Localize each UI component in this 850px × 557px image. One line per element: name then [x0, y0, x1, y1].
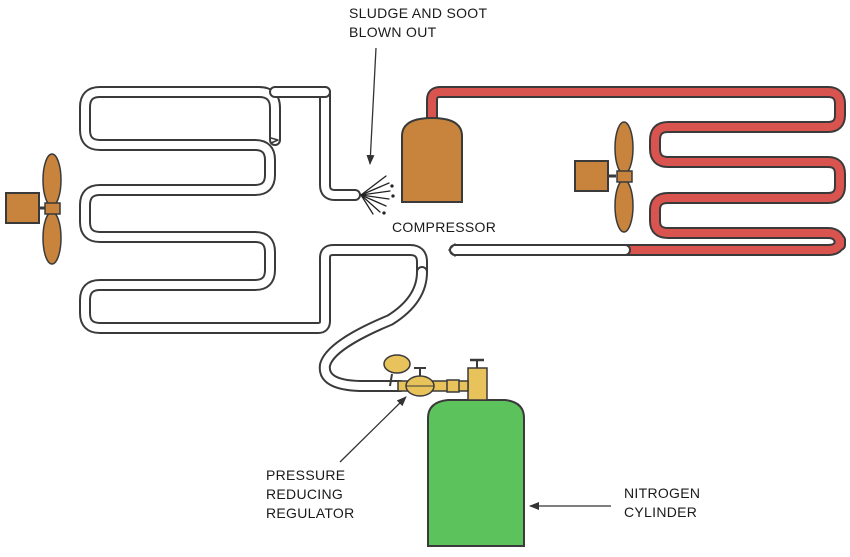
pressure-regulator: [383, 354, 469, 397]
regulator-arrow: [339, 396, 407, 463]
pressure-gauge: [383, 354, 411, 374]
sludge-label: SLUDGE AND SOOT BLOWN OUT: [349, 5, 488, 40]
sludge-spray: [360, 175, 395, 215]
right-fan: [574, 121, 634, 233]
regulator-label: PRESSURE REDUCING REGULATOR: [266, 467, 355, 521]
nitrogen-cylinder: [427, 358, 525, 547]
callout-arrows: [339, 47, 611, 510]
left-fan-motor: [5, 192, 40, 224]
evaporator-coil: [79, 86, 428, 392]
sludge-arrow: [366, 47, 377, 165]
compressor-label: COMPRESSOR: [392, 219, 497, 235]
right-fan-motor: [574, 160, 609, 192]
condenser-coil: [426, 86, 846, 257]
nitrogen-label: NITROGEN CYLINDER: [624, 485, 701, 520]
left-fan: [5, 153, 62, 265]
cylinder-valve: [467, 367, 488, 401]
compressor-body: [401, 116, 463, 203]
